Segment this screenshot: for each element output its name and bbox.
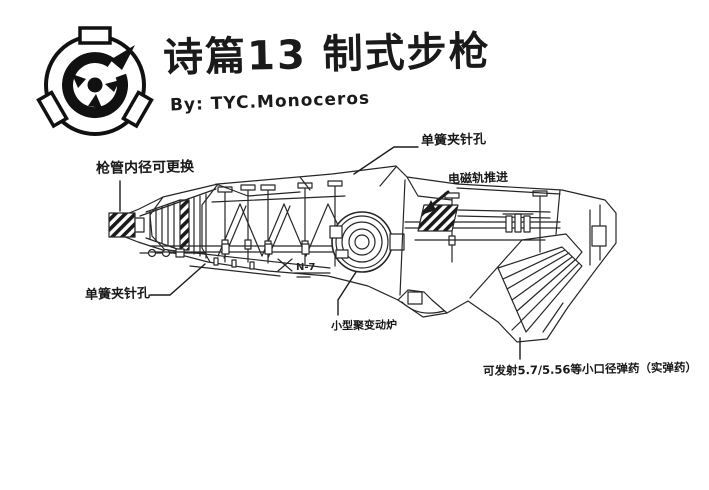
front-rod-chain [139,248,206,258]
leader-railgun-arrow [424,190,450,214]
emblem-center-dot [87,77,103,93]
cylinder-bank [502,213,534,233]
muzzle-hazard-block [108,212,136,238]
leader-lines [119,146,521,360]
scp-dragon-emblem-icon [36,26,154,136]
annotation-rail-top: 单簧夹针孔 [420,132,487,149]
leader-rail-bottom [149,263,206,296]
dragon-head [110,45,135,70]
top-facets [215,166,561,296]
reactor-coil [329,211,405,273]
dragon-claw [72,74,86,88]
page-title: 诗篇13 制式步枪 [162,28,492,82]
barrel-hazard-bar [179,199,190,251]
model-marking: N-7 [277,258,331,278]
dragon-claw [88,94,102,108]
leader-reactor [337,271,357,316]
muzzle-connector [134,217,145,233]
rifle-drawing: N-7 [108,165,617,343]
annotation-rail-bottom: 单簧夹针孔 [84,286,151,303]
dragon-body [62,45,135,119]
magazine-hatch [497,246,583,333]
fore-plate-bolts [189,257,281,277]
annotation-barrel: 枪管内径可更换 [95,159,195,177]
grip-area [397,289,448,314]
dragon-claw [105,80,120,92]
rail-hazard-block [417,204,459,232]
rail-lines [457,209,551,219]
annotation-reactor: 小型聚变动炉 [330,318,398,333]
model-number-text: N-7 [296,262,316,273]
annotation-railgun: 电磁轨推进 [447,169,509,187]
leader-rail-top [353,146,419,175]
barrel-rib-cone [145,199,181,251]
emblem-tabs [36,26,154,129]
